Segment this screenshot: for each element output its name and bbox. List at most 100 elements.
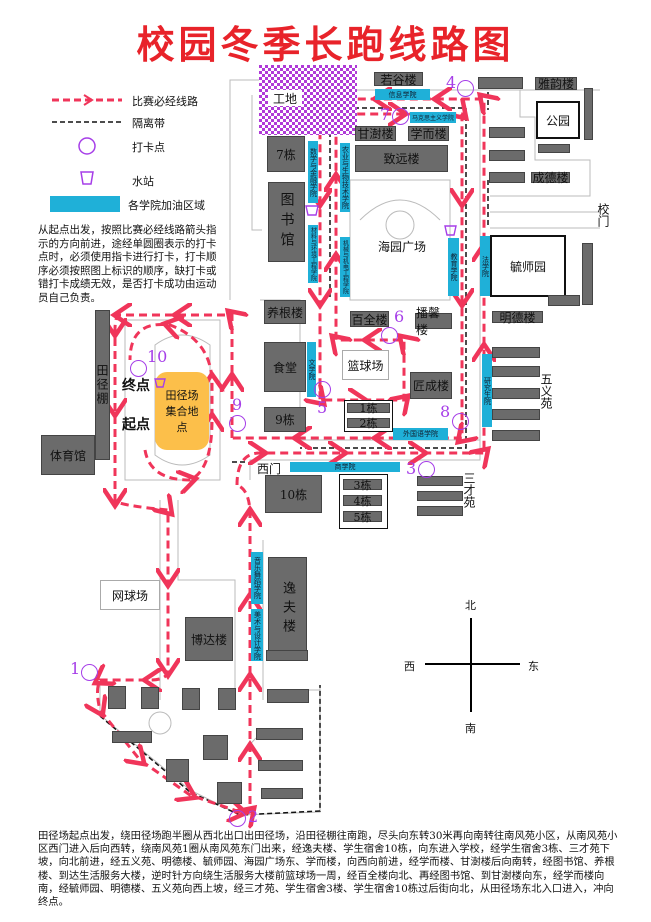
checkpoint-2-icon	[229, 810, 246, 827]
checkpoint-6-number: 6	[394, 307, 405, 326]
wuyi-label: 五义苑	[539, 373, 553, 409]
legend-barrier: 隔离带	[132, 117, 165, 130]
checkpoint-1-icon	[81, 664, 98, 681]
cheer-zone-swatch	[50, 196, 120, 212]
compass-south: 南	[465, 722, 476, 735]
wuyi-building	[492, 366, 540, 377]
basketball-court: 篮球场	[342, 350, 389, 380]
track-field-assembly-point: 田径场集合地点	[155, 372, 209, 450]
residential-building	[112, 731, 152, 743]
legend-route: 比赛必经线路	[132, 95, 198, 108]
residential-building	[266, 650, 308, 661]
checkpoint-2-number: 2	[248, 807, 259, 826]
sancai-building	[417, 476, 463, 486]
yifu-building: 逸夫楼	[268, 557, 307, 661]
library: 图书馆	[268, 182, 305, 262]
wuyi-building	[492, 388, 540, 399]
ruogu-building: 若谷楼	[374, 72, 423, 87]
yushi-garden: 毓师园	[490, 235, 566, 297]
cheer-zone-art: 美术与设计学院	[251, 609, 263, 661]
building	[478, 77, 523, 89]
building-3: 3栋	[343, 479, 382, 492]
cheer-zone-law: 法学院	[480, 236, 490, 296]
cheer-zone-lit: 文学院	[307, 342, 316, 397]
gantan-building: 甘澍楼	[355, 126, 396, 141]
cheer-zone-music: 音乐舞蹈学院	[251, 552, 263, 604]
yayun-building: 雅韵楼	[535, 77, 577, 91]
zhiyuan-building: 致远楼	[355, 145, 448, 172]
wuyi-building	[492, 430, 540, 441]
building	[489, 127, 525, 138]
checkpoint-6-icon	[381, 327, 398, 344]
wuyi-building	[492, 347, 540, 358]
building-7: 7栋	[267, 136, 305, 172]
cheer-zone-info: 信息学院	[375, 89, 430, 100]
cheer-zone-mech: 机械与机电工程学院	[340, 237, 350, 297]
compass-rose	[425, 618, 520, 712]
route-description: 田径场起点出发，绕田径场跑半圈从西北出口出田径场，沿田径棚往南跑，尽头向东转30…	[38, 830, 618, 909]
jiangcheng-building: 匠成楼	[410, 372, 452, 399]
building-9: 9栋	[264, 407, 306, 432]
building-2: 2栋	[347, 417, 390, 430]
cheer-zone-material: 材料与环境工程学院	[308, 225, 318, 283]
boxin-building: 播馨楼	[415, 306, 452, 337]
residential-building	[218, 688, 236, 710]
residential-building	[256, 728, 303, 740]
residential-building	[166, 759, 189, 782]
west-gate-label: 西门	[257, 462, 282, 476]
mingde-building: 明德楼	[492, 311, 543, 325]
residential-building	[217, 782, 242, 804]
building	[584, 88, 593, 140]
legend-water: 水站	[132, 175, 154, 188]
building-10: 10栋	[265, 475, 322, 513]
checkpoint-9-icon	[229, 415, 246, 432]
building-4: 4栋	[343, 495, 382, 508]
checkpoint-3-number: 3	[406, 459, 417, 478]
residential-building	[108, 686, 126, 709]
building-1: 1栋	[347, 402, 390, 415]
checkpoint-8-icon	[452, 413, 469, 430]
canteen: 食堂	[264, 342, 306, 392]
boda-building: 博达楼	[185, 617, 233, 661]
haiyuan-plaza: 海园广场	[378, 240, 427, 254]
sancai-label: 三才苑	[462, 472, 476, 508]
checkpoint-7-icon	[392, 108, 409, 125]
baiquan-building: 百全楼	[350, 311, 389, 327]
compass-west: 西	[404, 660, 415, 673]
cheer-zone-agri: 农业与生物技术学院	[340, 143, 350, 212]
tennis-court: 网球场	[100, 580, 160, 610]
checkpoint-10-number: 10	[147, 347, 168, 366]
checkpoint-9-number: 9	[232, 395, 243, 414]
cheer-zone-foreign: 外国语学院	[393, 428, 448, 440]
checkpoint-3-icon	[418, 461, 435, 478]
checkpoint-5-number: 5	[317, 398, 328, 417]
residential-building	[203, 735, 228, 760]
map-title: 校园冬季长跑线路图	[136, 22, 515, 67]
residential-building	[141, 687, 159, 709]
building	[582, 243, 593, 305]
checkpoint-10-icon	[130, 360, 147, 377]
finish-label: 终点	[122, 378, 150, 394]
sancai-building	[417, 491, 463, 501]
gymnasium: 体育馆	[41, 435, 95, 475]
building	[489, 172, 525, 183]
legend-symbols	[52, 94, 122, 185]
checkpoint-5-icon	[314, 381, 331, 398]
building	[538, 144, 570, 153]
building-5: 5栋	[343, 511, 382, 524]
legend-checkpoint: 打卡点	[132, 141, 165, 154]
compass-east: 东	[528, 660, 539, 673]
cheer-zone-business: 商学院	[290, 462, 400, 472]
checkpoint-1-number: 1	[70, 659, 81, 678]
checkpoint-4-number: 4	[446, 73, 457, 92]
checkpoint-8-number: 8	[440, 402, 451, 421]
track-shed: 田径棚	[95, 310, 110, 460]
sancai-building	[417, 506, 463, 516]
checkpoint-7-number: 7	[380, 105, 391, 124]
school-gate-label: 校门	[596, 203, 610, 227]
chengde-building: 成德楼	[531, 171, 570, 185]
residential-building	[267, 689, 309, 703]
intro-text: 从起点出发，按照比赛必经线路箭头指示的方向前进，途经单圆圈表示的打卡点时，必须使…	[38, 224, 217, 304]
yanggen-building: 养根楼	[264, 300, 306, 324]
wuyi-building	[492, 409, 540, 420]
